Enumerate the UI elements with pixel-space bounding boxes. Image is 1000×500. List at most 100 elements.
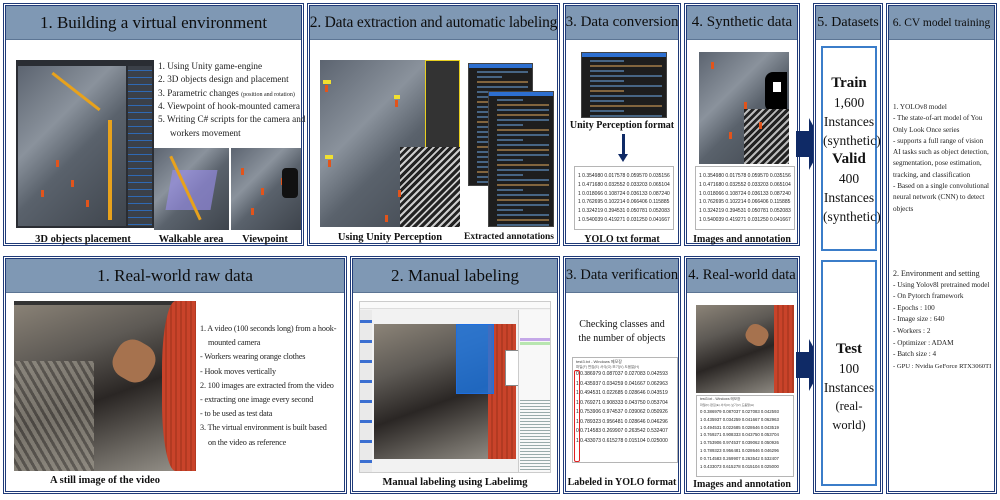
- model-line: - The state-of-art model of You: [893, 114, 983, 123]
- caption-viewpoint: Viewpoint: [242, 234, 288, 245]
- yolo-row: 1 0.789323 0.956481 0.028646 0.046296: [576, 418, 668, 425]
- panel-real-world-raw-data: 1. Real-world raw data A still image of …: [3, 256, 347, 494]
- yolo-row: 1 0.324219 0.394531 0.050781 0.052083: [699, 208, 791, 215]
- panel-title: 1. Building a virtual environment: [6, 6, 301, 40]
- step: 2. 100 images are extracted from the vid…: [200, 380, 334, 390]
- setting-line: - Using Yolov8l pretrained model: [893, 280, 990, 289]
- yolo-row: 1 0.435937 0.034259 0.041667 0.062963: [700, 416, 779, 422]
- yolo-row: 1 0.540039 0.419271 0.031250 0.041667: [578, 216, 670, 223]
- yolo-row: 0 0.714583 0.269907 0.263542 0.532407: [700, 455, 779, 461]
- step: 1. Using Unity game-engine: [158, 61, 263, 71]
- model-line: 1. YOLOv8 model: [893, 103, 947, 111]
- caption-real-images-and-annotation: Images and annotation: [693, 479, 791, 490]
- valid-count: 400: [838, 171, 860, 186]
- panel-datasets: 5. Datasets Train 1,600 Instances (synth…: [813, 3, 883, 494]
- panel-title: 3. Data conversion: [566, 6, 678, 40]
- walkable-area-screenshot: [154, 148, 229, 230]
- test-unit: Instances: [823, 380, 875, 395]
- video-still-image: [14, 301, 196, 471]
- panel-title: 2. Manual labeling: [353, 259, 557, 293]
- panel-title: 3. Data verification: [566, 259, 678, 293]
- valid-source: (synthetic): [823, 209, 881, 224]
- yolo-row: 1 0.471680 0.032552 0.033203 0.065104: [699, 181, 791, 188]
- synthetic-annotation-window: 1 0.354980 0.017578 0.059570 0.035156 1 …: [695, 166, 795, 230]
- setting-line: - Image size : 640: [893, 315, 945, 324]
- caption-labeled-yolo-format: Labeled in YOLO format: [567, 477, 677, 488]
- valid-label: Valid: [832, 151, 866, 167]
- step: workers movement: [170, 127, 241, 138]
- panel-building-virtual-environment: 1. Building a virtual environment 1. Usi…: [3, 3, 305, 246]
- model-line: objects: [893, 204, 914, 213]
- caption-extracted-annotations: Extracted annotations: [464, 232, 554, 242]
- panel-title: 1. Real-world raw data: [6, 259, 344, 293]
- model-description: 1. YOLOv8 model - The state-of-art model…: [893, 102, 989, 215]
- panel-manual-labeling: 2. Manual labeling Manual labeling using…: [350, 256, 560, 494]
- step: 3. Parametric changes (position and rota…: [158, 87, 295, 98]
- caption-using-unity-perception: Using Unity Perception: [337, 232, 443, 243]
- yolo-row: 1 0.433073 0.615278 0.015104 0.025000: [700, 463, 779, 469]
- model-line: Only Look Once series: [893, 125, 960, 134]
- labelimg-screenshot: [359, 301, 551, 473]
- yolo-row: 1 0.753906 0.974537 0.039062 0.050926: [576, 409, 668, 415]
- yolo-row: 1 0.769271 0.908333 0.043750 0.053704: [700, 432, 779, 438]
- panel-data-verification: 3. Data verification Checking classes an…: [563, 256, 681, 494]
- raw-data-steps: 1. A video (100 seconds long) from a hoo…: [200, 322, 336, 450]
- step: 1. A video (100 seconds long) from a hoo…: [200, 324, 337, 333]
- setting-line: - Batch size : 4: [893, 350, 937, 359]
- train-source: (synthetic): [823, 133, 881, 148]
- panel-data-extraction: 2. Data extraction and automatic labelin…: [307, 3, 560, 246]
- class-column-highlight: [574, 370, 580, 462]
- yolo-row: 1 0.789323 0.956481 0.028646 0.046296: [700, 447, 779, 453]
- train-unit: Instances: [823, 114, 875, 129]
- yolo-row: 0 0.386979 0.087037 0.027083 0.042593: [700, 409, 779, 414]
- unity-perception-json-window: [581, 52, 667, 118]
- yolo-row: 1 0.354980 0.017578 0.059570 0.035156: [578, 173, 670, 179]
- viewpoint-screenshot: [231, 148, 301, 230]
- yolo-row: 1 0.354980 0.017578 0.059570 0.035156: [699, 173, 791, 179]
- model-line: segmentation, pose estimation,: [893, 159, 982, 168]
- step: - extracting one image every second: [200, 395, 314, 405]
- yolo-row: 1 0.433073 0.615278 0.015104 0.025000: [576, 437, 668, 444]
- verification-subtitle-line-2: the number of objects: [578, 333, 666, 344]
- unity-editor-screenshot: [16, 60, 154, 228]
- step: - to be used as test data: [200, 409, 273, 419]
- notepad-title: test3.txt - Windows 메모장: [576, 358, 622, 364]
- yolo-row: 1 0.762695 0.102214 0.066406 0.115885: [699, 199, 791, 206]
- yolo-row: 1 0.540039 0.419271 0.031250 0.041667: [699, 216, 791, 223]
- step: - Workers wearing orange clothes: [200, 352, 306, 362]
- yolo-row: 1 0.769271 0.908333 0.043750 0.053704: [576, 399, 668, 406]
- building-steps: 1. Using Unity game-engine 2. 3D objects…: [158, 60, 305, 140]
- notepad-window: test3.txt - Windows 메모장 파일(F) 편집(E) 서식(O…: [572, 357, 678, 463]
- step: 5. Writing C# scripts for the camera and: [158, 114, 306, 125]
- step-note: (position and rotation): [241, 91, 295, 98]
- notepad-menu[interactable]: 파일(F) 편집(E) 서식(O) 보기(V) 도움말(H): [576, 365, 640, 369]
- dataset-train-valid-box: Train 1,600 Instances (synthetic) Valid …: [821, 46, 881, 251]
- yolo-row: 1 0.494531 0.022685 0.028646 0.043519: [700, 424, 779, 430]
- train-label: Train: [831, 75, 867, 91]
- down-arrow-head-icon: [618, 154, 628, 162]
- yolo-row: 0 0.386979 0.087037 0.027083 0.042593: [576, 371, 668, 377]
- yolo-row: 1 0.324219 0.394531 0.050781 0.052083: [578, 208, 670, 215]
- setting-line: 2. Environment and setting: [893, 269, 980, 278]
- yolo-row: 1 0.471680 0.032552 0.033203 0.065104: [578, 181, 670, 188]
- real-world-annotation-window: test3.txt - Windows 메모장 파일(F) 편집(E) 서식(O…: [696, 395, 794, 477]
- setting-line: - On Pytorch framework: [893, 292, 964, 301]
- dataset-test-box: Test 100 Instances (real-world): [821, 260, 877, 486]
- synthetic-image: [699, 52, 789, 164]
- step: 4. Viewpoint of hook-mounted camera: [158, 101, 300, 112]
- caption-images-and-annotation: Images and annotation: [693, 234, 791, 245]
- panel-real-world-data: 4. Real-world data test3.txt - Windows 메…: [684, 256, 800, 494]
- right-arrow-icon: [796, 131, 810, 157]
- panel-title: 6. CV model training: [889, 6, 994, 40]
- caption-3d-objects: 3D objects placement: [35, 234, 131, 245]
- model-line: - Based on a single convolutional: [893, 182, 990, 191]
- step: 2. 3D objects design and placement: [158, 74, 289, 85]
- yolo-row: 1 0.018066 0.108724 0.036133 0.087240: [699, 190, 791, 197]
- caption-still-image: A still image of the video: [50, 475, 160, 486]
- environment-settings: 2. Environment and setting - Using Yolov…: [893, 268, 991, 372]
- setting-line: - Optimizer : ADAM: [893, 338, 954, 347]
- down-arrow-icon: [622, 134, 625, 156]
- caption-yolo-txt-format: YOLO txt format: [584, 234, 660, 245]
- yolo-row: 1 0.018066 0.108724 0.036133 0.087240: [578, 190, 670, 197]
- step: mounted camera: [208, 338, 261, 348]
